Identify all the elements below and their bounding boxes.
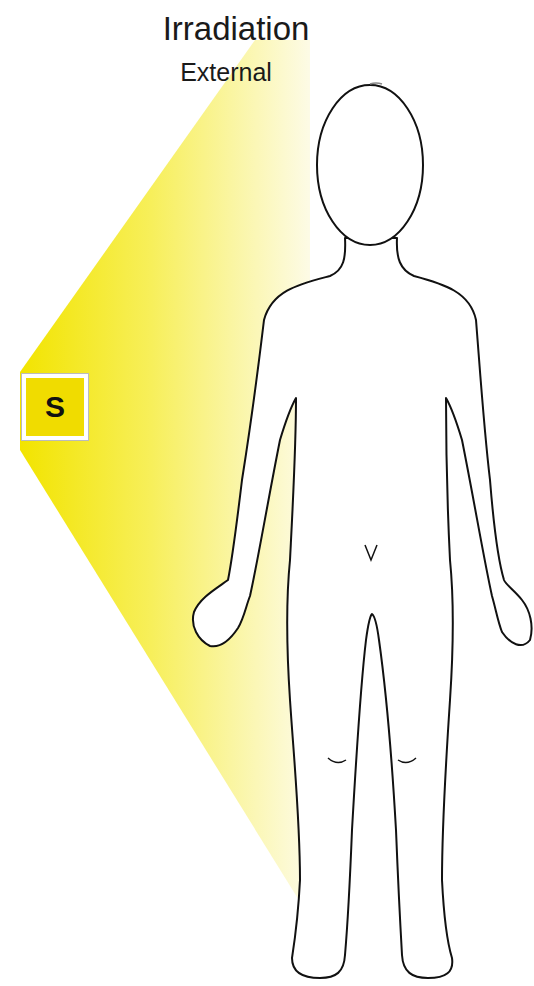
label: External — [180, 58, 272, 87]
head-outline — [317, 85, 423, 245]
knee-mark — [398, 758, 416, 763]
title: Irradiation — [163, 10, 310, 48]
source-symbol: S — [45, 390, 65, 424]
source-box: S — [22, 374, 88, 440]
knee-mark — [328, 758, 346, 763]
human-body-outline — [193, 238, 532, 978]
crotch-line — [365, 545, 377, 560]
mark — [370, 83, 382, 84]
